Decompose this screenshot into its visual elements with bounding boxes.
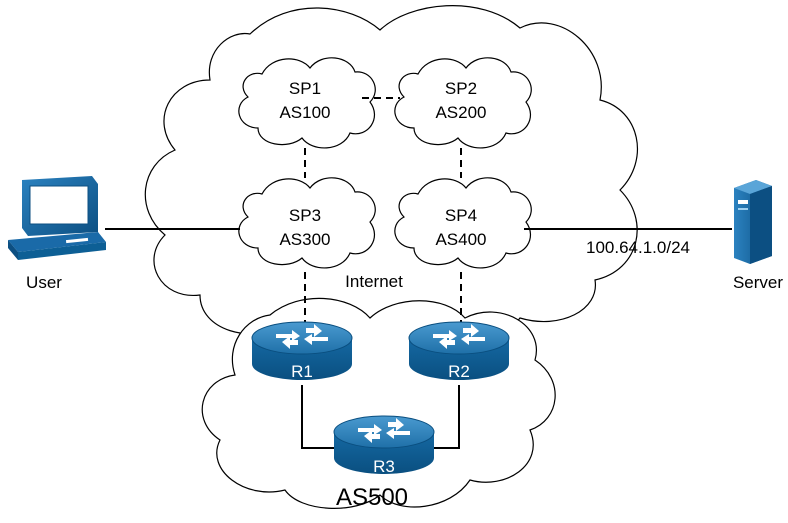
server: Server: [733, 180, 783, 292]
router-arrows-icon: [433, 324, 485, 349]
sp2-cloud: [394, 57, 532, 149]
subnet-label: 100.64.1.0/24: [586, 238, 690, 257]
sp2-as: AS200: [435, 103, 486, 122]
router-arrows-icon: [358, 418, 410, 443]
as500-label: AS500: [336, 484, 408, 511]
link-r1-r3: [301, 385, 336, 449]
sp4-as: AS400: [435, 230, 486, 249]
server-label: Server: [733, 273, 783, 292]
sp2-name: SP2: [445, 79, 477, 98]
router-r2: R2: [408, 321, 510, 381]
sp3-as: AS300: [279, 230, 330, 249]
computer-icon: [8, 176, 106, 260]
router-arrows-icon: [276, 324, 328, 349]
sp4-cloud: [394, 177, 532, 269]
router-r3-label: R3: [373, 457, 395, 476]
server-icon: [734, 180, 772, 264]
router-r1: R1: [251, 321, 353, 381]
sp4-name: SP4: [445, 206, 477, 225]
sp1-as: AS100: [279, 103, 330, 122]
user-pc: User: [8, 176, 106, 292]
sp1-cloud: [238, 57, 376, 149]
link-r2-r3: [432, 385, 460, 449]
sp3-name: SP3: [289, 206, 321, 225]
router-r3: R3: [333, 415, 435, 476]
links: [105, 97, 732, 449]
user-label: User: [26, 273, 62, 292]
router-r1-label: R1: [291, 362, 313, 381]
router-r2-label: R2: [448, 362, 470, 381]
sp1-name: SP1: [289, 79, 321, 98]
internet-cloud: [144, 5, 638, 345]
sp3-cloud: [238, 177, 376, 269]
internet-label: Internet: [345, 272, 403, 291]
